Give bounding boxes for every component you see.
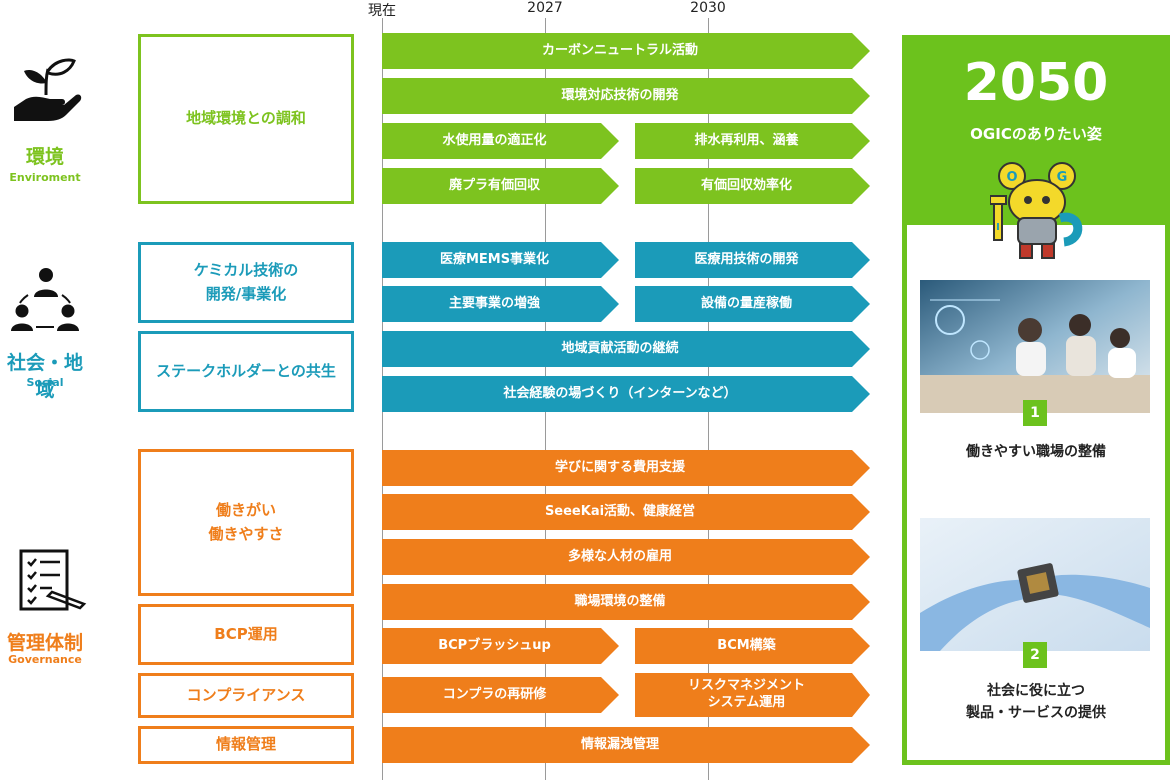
timeline-label-2030: 2030 (690, 0, 726, 16)
theme-work-engagement: 働きがい 働きやすさ (138, 449, 354, 596)
arrow-core-business: 主要事業の増強 (382, 286, 619, 322)
vision-header: 2050 OGICのありたい姿 (902, 35, 1170, 225)
people-cycle-icon (11, 268, 79, 331)
arrow-compliance-training: コンプラの再研修 (382, 677, 619, 713)
theme-local-environment: 地域環境との調和 (138, 34, 354, 204)
office-meeting-photo (920, 280, 1150, 413)
timeline-label-now: 現在 (368, 3, 396, 19)
vision-year: 2050 (963, 53, 1109, 113)
arrow-info-leak: 情報漏洩管理 (382, 727, 870, 763)
arrow-plastic-recovery: 廃プラ有価回収 (382, 168, 619, 204)
arrow-water-reuse: 排水再利用、涵養 (635, 123, 870, 159)
theme-chemical-tech: ケミカル技術の 開発/事業化 (138, 242, 354, 323)
arrow-bcm: BCM構築 (635, 628, 870, 664)
arrow-mass-production: 設備の量産稼働 (635, 286, 870, 322)
category-title-social: 社会・地域 (6, 352, 83, 401)
theme-stakeholder: ステークホルダーとの共生 (138, 331, 354, 412)
theme-compliance: コンプライアンス (138, 673, 354, 718)
timeline-label-2027: 2027 (527, 0, 563, 16)
vision-badge-1: 1 (1023, 400, 1047, 426)
category-sub-governance: Governance (8, 653, 82, 666)
category-title-environment: 環境 (25, 146, 64, 168)
plant-hand-icon (14, 58, 82, 121)
vision-badge-2: 2 (1023, 642, 1047, 668)
arrow-diverse-hiring: 多様な人材の雇用 (382, 539, 870, 575)
checklist-pen-icon (19, 549, 87, 611)
vision-subtitle: OGICのありたい姿 (970, 125, 1102, 143)
vision-caption-1: 働きやすい職場の整備 (966, 444, 1106, 460)
theme-bcp: BCP運用 (138, 604, 354, 665)
arrow-seeekai-health: SeeeKai活動、健康経営 (382, 494, 870, 530)
svg-text:O: O (1006, 170, 1017, 185)
category-sub-social: Social (26, 376, 64, 389)
arrow-social-experience: 社会経験の場づくり（インターンなど） (382, 376, 870, 412)
arrow-water-usage: 水使用量の適正化 (382, 123, 619, 159)
microchip-gloves-photo (920, 518, 1150, 651)
arrow-medical-tech: 医療用技術の開発 (635, 242, 870, 278)
arrow-workplace-env: 職場環境の整備 (382, 584, 870, 620)
theme-info-management: 情報管理 (138, 726, 354, 764)
arrow-env-tech: 環境対応技術の開発 (382, 78, 870, 114)
arrow-carbon-neutral: カーボンニュートラル活動 (382, 33, 870, 69)
arrow-recovery-efficiency: 有価回収効率化 (635, 168, 870, 204)
category-sub-environment: Enviroment (9, 171, 81, 184)
arrow-bcp-brushup: BCPブラッシュup (382, 628, 619, 664)
arrow-medical-mems: 医療MEMS事業化 (382, 242, 619, 278)
svg-text:G: G (1057, 170, 1068, 185)
svg-text:I: I (996, 222, 1000, 233)
vision-caption-2: 社会に役に立つ 製品・サービスの提供 (966, 683, 1106, 722)
arrow-risk-management: リスクマネジメント システム運用 (635, 673, 870, 717)
category-title-governance: 管理体制 (6, 632, 83, 654)
arrow-community-contribution: 地域貢献活動の継続 (382, 331, 870, 367)
arrow-learning-support: 学びに関する費用支援 (382, 450, 870, 486)
mascot-icon: O G I (990, 162, 1083, 259)
